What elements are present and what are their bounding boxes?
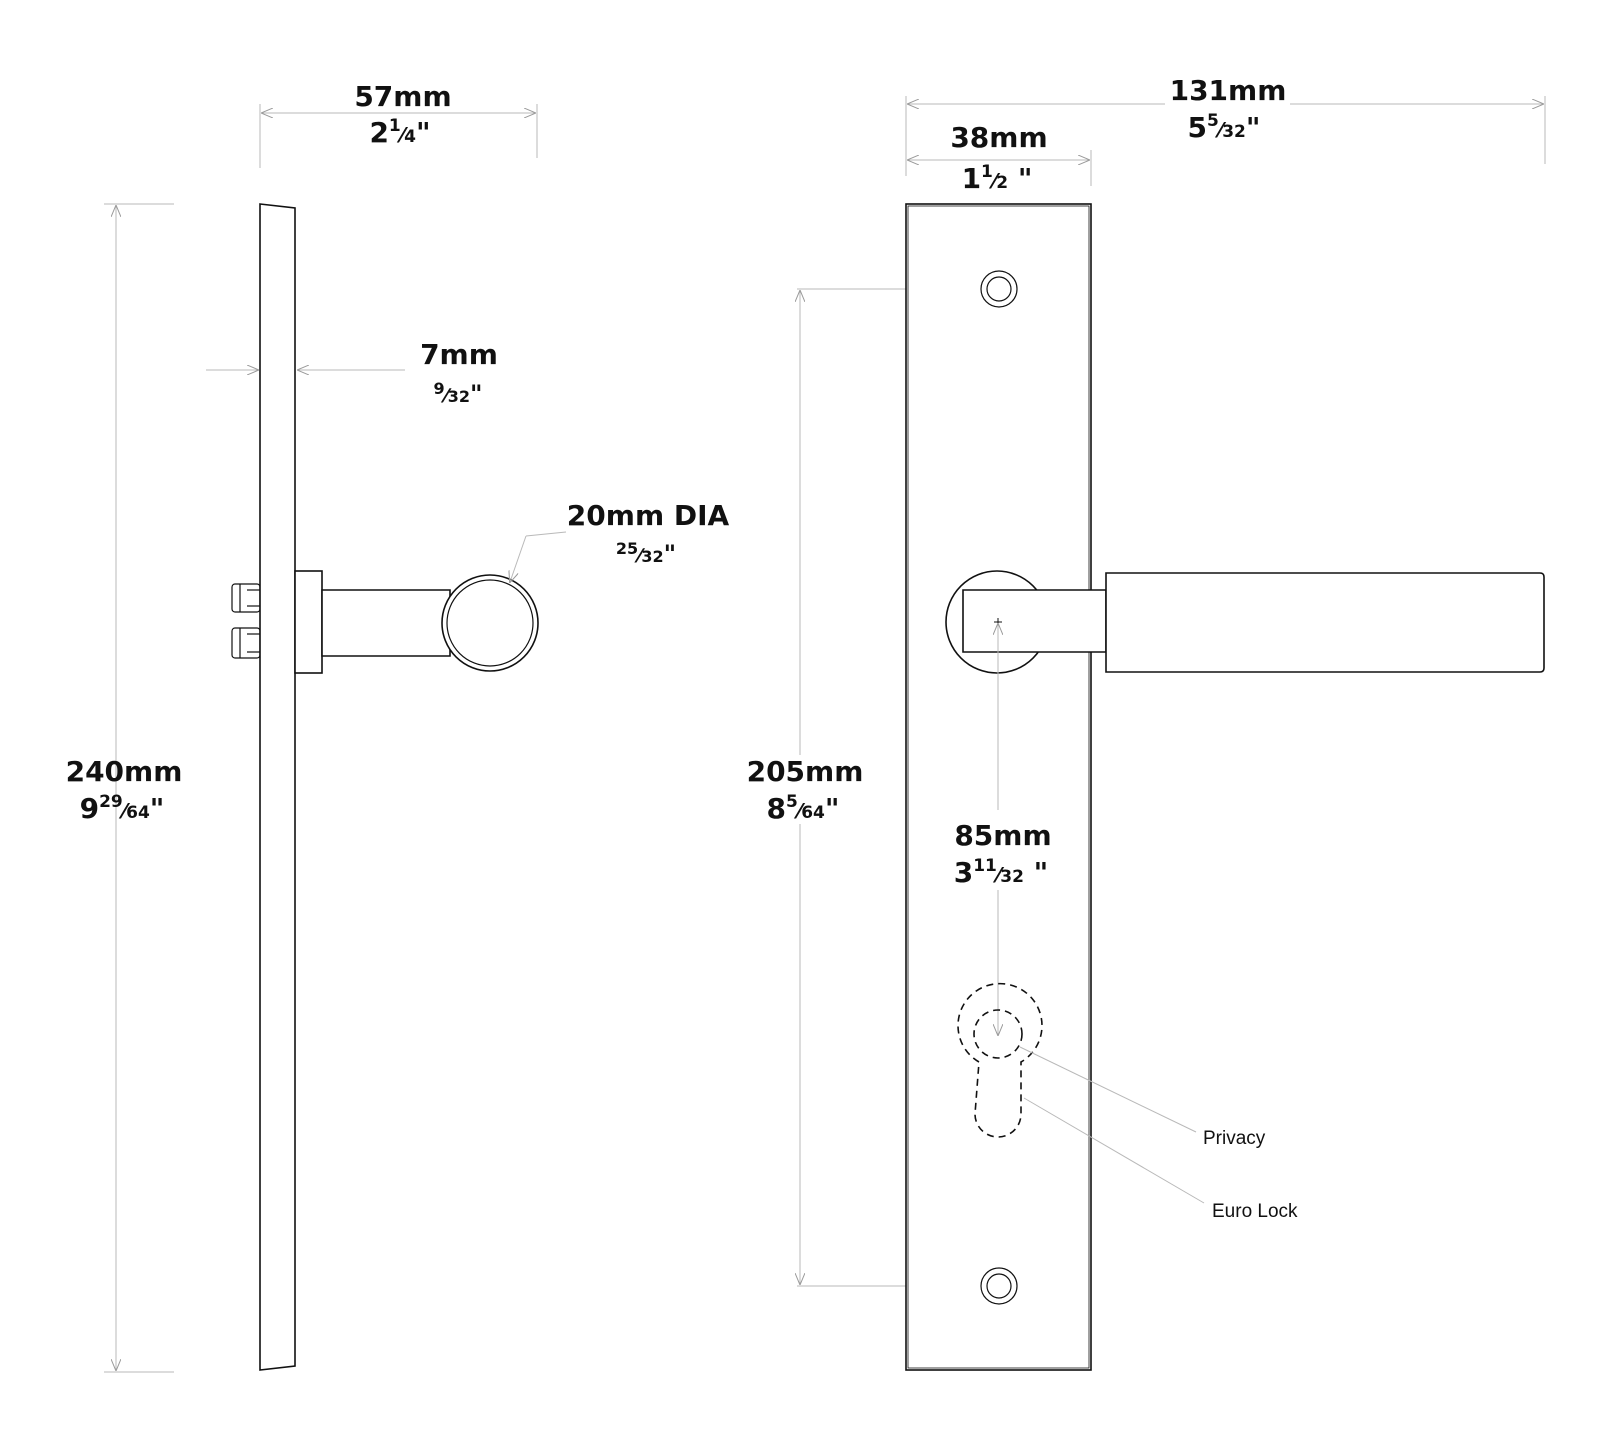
svg-text:311⁄32 ": 311⁄32 " [954, 856, 1049, 889]
front-view [797, 96, 1546, 1371]
privacy-callout: Privacy [1203, 1128, 1266, 1149]
privacy-cutout [973, 1009, 1023, 1059]
svg-text:7mm: 7mm [420, 338, 498, 371]
fixing-screw-stud [231, 627, 261, 659]
front-lever-arm [1105, 572, 1545, 673]
svg-text:21⁄4": 21⁄4" [369, 116, 430, 149]
svg-text:20mm DIA: 20mm DIA [567, 499, 730, 532]
side-view [104, 104, 567, 1373]
backset-label: 85mm 311⁄32 " [954, 819, 1052, 889]
svg-text:85mm: 85mm [954, 819, 1051, 852]
euro-lock-callout: Euro Lock [1212, 1201, 1298, 1222]
fixing-centres-label: 205mm 85⁄64" [747, 755, 864, 825]
svg-text:9⁄32": 9⁄32" [433, 379, 482, 408]
svg-text:57mm: 57mm [354, 80, 451, 113]
plate-width-label: 38mm 11⁄2 " [950, 121, 1047, 195]
svg-text:929⁄64": 929⁄64" [80, 792, 165, 825]
svg-text:131mm: 131mm [1170, 74, 1287, 107]
side-lever-shank [321, 589, 451, 657]
front-width-label: 131mm 55⁄32" [1170, 74, 1287, 144]
svg-text:205mm: 205mm [747, 755, 864, 788]
bottom-screw-hole [980, 1267, 1018, 1305]
svg-text:85⁄64": 85⁄64" [767, 792, 840, 825]
side-backplate [259, 203, 296, 1371]
plate-thickness-label: 7mm 9⁄32" [420, 338, 498, 408]
svg-text:38mm: 38mm [950, 121, 1047, 154]
side-height-label: 240mm 929⁄64" [66, 755, 183, 825]
top-screw-hole [980, 270, 1018, 308]
svg-text:240mm: 240mm [66, 755, 183, 788]
svg-text:55⁄32": 55⁄32" [1188, 111, 1261, 144]
side-rose [294, 570, 323, 674]
fixing-screw-stud [231, 583, 261, 613]
svg-text:25⁄32": 25⁄32" [616, 539, 676, 568]
lever-diameter-label: 20mm DIA 25⁄32" [567, 499, 730, 568]
euro-lock-cutout [957, 982, 1043, 1138]
svg-text:11⁄2 ": 11⁄2 " [962, 162, 1033, 195]
front-lever-neck [962, 589, 1107, 653]
side-depth-label: 57mm 21⁄4" [354, 80, 451, 149]
